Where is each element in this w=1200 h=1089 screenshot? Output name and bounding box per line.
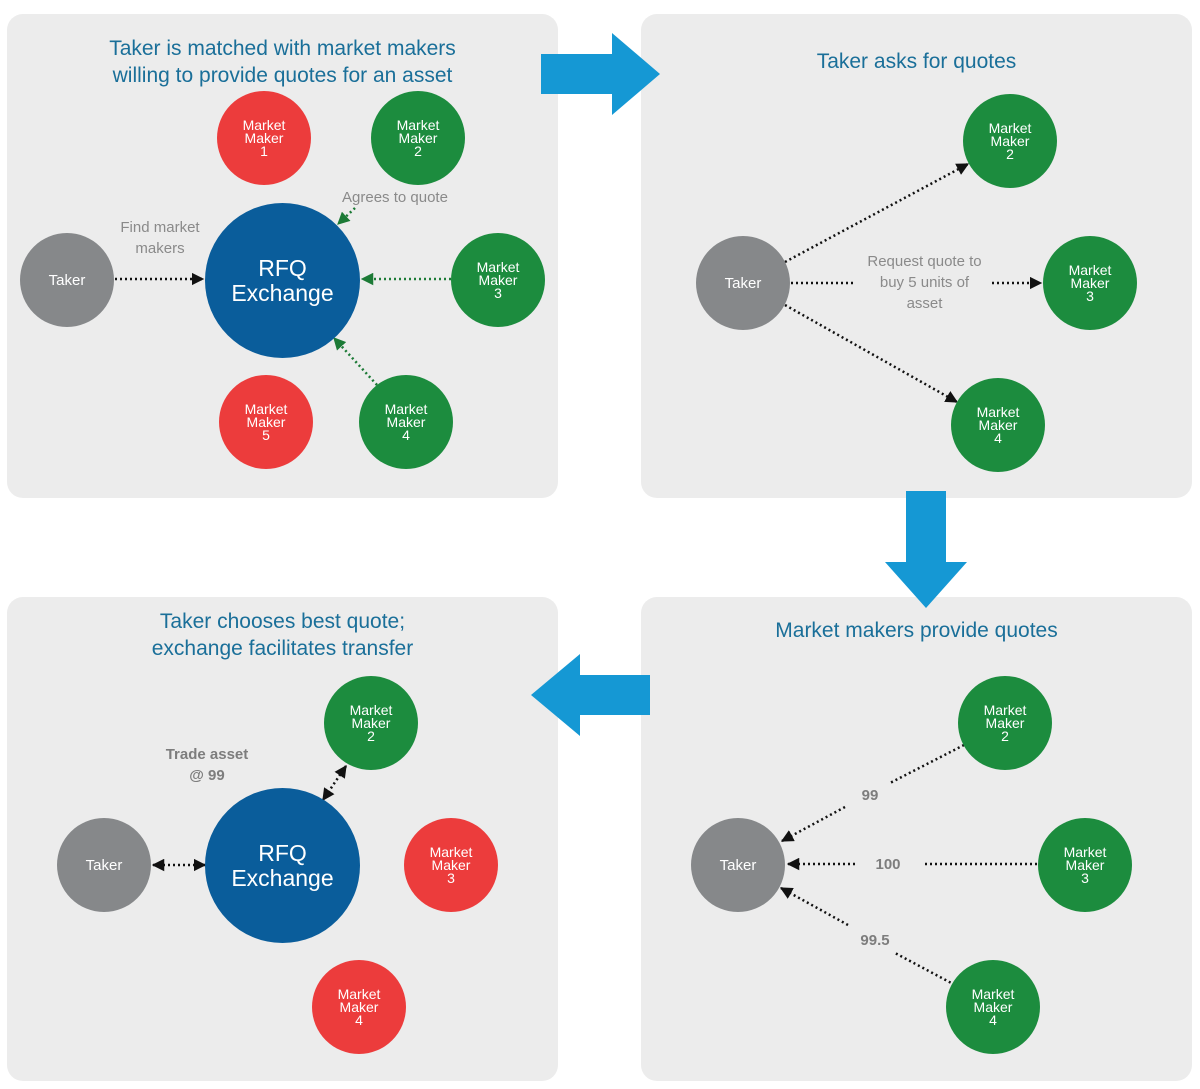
panel-title: Taker chooses best quote; exchange facil…	[151, 610, 414, 660]
panel-title: Taker asks for quotes	[816, 50, 1017, 73]
flow-arrow-left-icon	[531, 654, 650, 736]
taker-node: Taker	[696, 236, 790, 330]
quote-99-label: 99	[861, 787, 879, 804]
taker-node: Taker	[57, 818, 151, 912]
market-maker-3: Market Maker 3	[1043, 236, 1137, 330]
market-maker-3: Market Maker 3	[1038, 818, 1132, 912]
agrees-to-quote-label: Agrees to quote	[342, 189, 448, 206]
market-maker-5: Market Maker 5	[219, 375, 313, 469]
market-maker-3: Market Maker 3	[404, 818, 498, 912]
taker-node: Taker	[20, 233, 114, 327]
market-maker-2: Market Maker 2	[324, 676, 418, 770]
market-maker-4: Market Maker 4	[312, 960, 406, 1054]
market-maker-3: Market Maker 3	[451, 233, 545, 327]
panel-title: Taker is matched with market makers will…	[109, 37, 456, 87]
market-maker-4: Market Maker 4	[951, 378, 1045, 472]
rfq-exchange-node: RFQ Exchange	[205, 203, 360, 358]
market-maker-4: Market Maker 4	[946, 960, 1040, 1054]
request-quote-label: Request quote to buy 5 units of asset	[867, 253, 982, 312]
flow-arrow-right-icon	[541, 33, 660, 115]
rfq-exchange-node: RFQ Exchange	[205, 788, 360, 943]
market-maker-4: Market Maker 4	[359, 375, 453, 469]
quote-99-5-label: 99.5	[860, 932, 890, 949]
flow-arrow-down-icon	[885, 491, 967, 608]
trade-asset-label: Trade asset @ 99	[165, 746, 249, 784]
panel-title: Market makers provide quotes	[775, 619, 1058, 642]
market-maker-2: Market Maker 2	[371, 91, 465, 185]
find-makers-label: Find market makers	[120, 219, 200, 257]
taker-node: Taker	[691, 818, 785, 912]
market-maker-2: Market Maker 2	[958, 676, 1052, 770]
quote-100-label: 100	[875, 856, 901, 873]
market-maker-2: Market Maker 2	[963, 94, 1057, 188]
market-maker-1: Market Maker 1	[217, 91, 311, 185]
